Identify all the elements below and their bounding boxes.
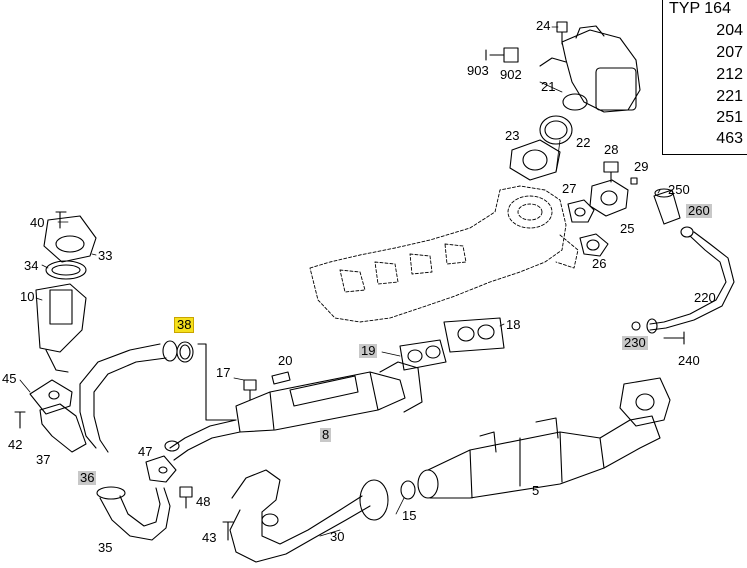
seal-ring-38 [177,342,236,420]
catalytic-converter-5 [401,378,670,499]
model-type-204: 204 [716,22,743,39]
part-label-33: 33 [98,248,113,263]
part-label-24: 24 [536,18,551,33]
part-label-10: 10 [20,289,35,304]
model-type-221: 221 [716,88,743,105]
part-label-230: 230 [622,335,648,350]
part-label-43: 43 [202,530,217,545]
part-label-27: 27 [562,181,577,196]
part-label-240: 240 [678,353,700,368]
model-type-title: TYP 164 [669,0,731,17]
part-label-37: 37 [36,452,51,467]
part-label-15: 15 [402,508,417,523]
egr-flange-group [568,162,637,256]
part-label-30: 30 [330,529,345,544]
part-label-45: 45 [2,371,17,386]
part-label-26: 26 [592,256,607,271]
part-label-21: 21 [541,79,556,94]
exhaust-manifold-outline [310,186,578,322]
model-type-box: TYP 164 204 207 212 221 251 463 [662,0,747,155]
part-label-18: 18 [506,317,521,332]
model-type-251: 251 [716,109,743,126]
model-type-212: 212 [716,66,743,83]
exhaust-pipe-37 [15,341,177,452]
gasket-flange-middle [400,318,504,370]
egr-valve-left [36,212,96,372]
part-label-40: 40 [30,215,45,230]
part-label-29: 29 [634,159,649,174]
part-label-17: 17 [216,365,231,380]
part-label-23: 23 [505,128,520,143]
part-label-5: 5 [532,483,540,498]
part-label-902: 902 [500,67,522,82]
part-label-19: 19 [359,343,378,358]
part-label-260: 260 [686,203,712,218]
part-label-28: 28 [604,142,619,157]
part-label-34: 34 [24,258,39,273]
pipe-30-group [223,470,388,562]
part-label-35: 35 [98,540,113,555]
leader-lines [20,27,660,536]
egr-cooler-middle [170,362,422,460]
part-label-42: 42 [8,437,23,452]
model-type-207: 207 [716,44,743,61]
part-label-22: 22 [576,135,591,150]
part-label-47: 47 [138,444,153,459]
part-label-25: 25 [620,221,635,236]
model-type-463: 463 [716,130,743,147]
pipe-35-group [97,441,192,540]
egr-valve-top [486,22,640,180]
part-label-38: 38 [173,317,195,333]
part-label-8: 8 [320,427,332,442]
part-label-20: 20 [278,353,293,368]
part-label-48: 48 [196,494,211,509]
part-label-36: 36 [78,470,97,485]
egr-pipe-right [632,189,734,344]
part-label-220: 220 [694,290,716,305]
part-label-250: 250 [668,182,690,197]
part-label-903: 903 [467,63,489,78]
